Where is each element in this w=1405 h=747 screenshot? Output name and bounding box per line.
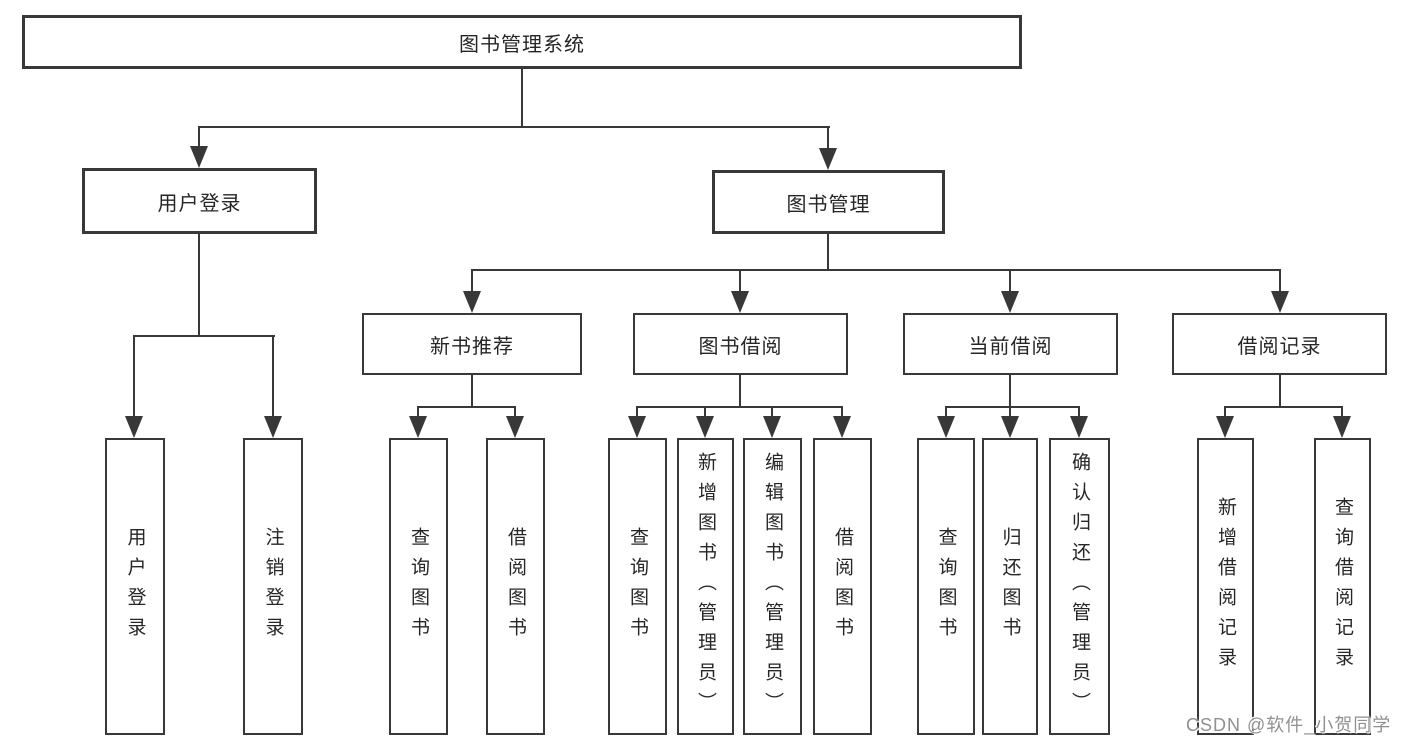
node-label: 归还图书 [999,526,1021,647]
node-leaf-borrow-books-recommend: 借阅图书 [486,438,545,735]
node-label: 借阅图书 [505,526,526,647]
connector-line [945,406,947,416]
arrowhead-down-icon [264,416,282,438]
arrowhead-down-icon [696,416,714,438]
arrowhead-down-icon [463,291,481,313]
connector-line [945,406,1080,408]
node-label: 用户登录 [124,526,146,647]
arrowhead-down-icon [409,416,427,438]
connector-line [471,269,1281,271]
connector-line [471,375,473,408]
connector-line [1009,269,1011,291]
node-leaf-edit-books-admin: 编辑图书（管理员） [743,438,802,735]
connector-line [1279,375,1281,408]
arrowhead-down-icon [506,416,524,438]
node-label: 编辑图书（管理员） [762,451,783,722]
csdn-watermark: CSDN @软件_小贺同学 [1186,715,1392,735]
arrowhead-down-icon [731,291,749,313]
connector-line [521,69,523,128]
node-label: 查询图书 [408,526,429,647]
connector-line [1009,375,1011,408]
node-label: 查询借阅记录 [1332,496,1353,677]
node-root-library-management-system: 图书管理系统 [22,15,1022,69]
connector-line [636,406,843,408]
arrowhead-down-icon [190,146,208,168]
connector-line [739,375,741,408]
node-label: 查询图书 [935,526,957,647]
node-leaf-logout: 注销登录 [243,438,303,735]
node-label: 注销登录 [262,526,284,647]
node-label: 新书推荐 [430,335,514,358]
arrowhead-down-icon [628,416,646,438]
node-book-borrowing: 图书借阅 [633,313,848,375]
node-label: 图书管理 [786,193,871,216]
connector-line [636,406,638,416]
node-leaf-add-books-admin: 新增图书（管理员） [677,438,734,735]
arrowhead-down-icon [125,416,143,438]
arrowhead-down-icon [1001,291,1019,313]
connector-line [771,406,773,416]
node-leaf-query-books-borrowing: 查询图书 [608,438,667,735]
connector-line [1224,406,1226,416]
arrowhead-down-icon [1333,416,1351,438]
connector-line [198,126,830,128]
connector-line [198,126,200,147]
node-label: 新增借阅记录 [1215,496,1236,677]
connector-line [1009,406,1011,416]
arrowhead-down-icon [1271,291,1289,313]
connector-line [827,126,829,149]
connector-line [739,269,741,291]
connector-line [1341,406,1343,416]
connector-line [827,234,829,271]
connector-line [198,234,200,337]
node-book-management: 图书管理 [712,170,945,234]
node-label: 图书管理系统 [459,33,585,56]
arrowhead-down-icon [1001,416,1019,438]
arrowhead-down-icon [819,148,837,170]
node-label: 用户登录 [157,192,242,215]
node-leaf-confirm-return-admin: 确认归还（管理员） [1049,438,1110,735]
node-label: 当前借阅 [968,335,1053,358]
node-label: 确认归还（管理员） [1069,451,1090,722]
node-label: 图书借阅 [698,335,783,358]
node-label: 借阅图书 [832,526,853,647]
connector-line [1224,406,1343,408]
arrowhead-down-icon [763,416,781,438]
connector-line [133,335,275,337]
connector-line [417,406,516,408]
connector-line [133,335,135,416]
node-leaf-query-books-recommend: 查询图书 [389,438,448,735]
connector-line [471,269,473,291]
connector-line [514,406,516,416]
connector-line [841,406,843,416]
node-user-login: 用户登录 [82,168,317,234]
connector-line [704,406,706,416]
connector-line [1279,269,1281,291]
connector-line [1078,406,1080,416]
node-current-borrowing: 当前借阅 [903,313,1118,375]
node-leaf-query-books-current: 查询图书 [917,438,975,735]
connector-line [272,335,274,416]
node-leaf-borrow-books: 借阅图书 [813,438,872,735]
node-leaf-query-borrow-record: 查询借阅记录 [1314,438,1371,735]
connector-line [417,406,419,416]
arrowhead-down-icon [833,416,851,438]
arrowhead-down-icon [1070,416,1088,438]
node-label: 新增图书（管理员） [695,451,716,722]
arrowhead-down-icon [937,416,955,438]
node-borrowing-records: 借阅记录 [1172,313,1387,375]
node-label: 借阅记录 [1237,335,1322,358]
arrowhead-down-icon [1216,416,1234,438]
node-leaf-add-borrow-record: 新增借阅记录 [1197,438,1254,735]
node-label: 查询图书 [627,526,648,647]
node-leaf-user-login: 用户登录 [105,438,165,735]
node-new-book-recommendation: 新书推荐 [362,313,582,375]
node-leaf-return-books: 归还图书 [982,438,1038,735]
